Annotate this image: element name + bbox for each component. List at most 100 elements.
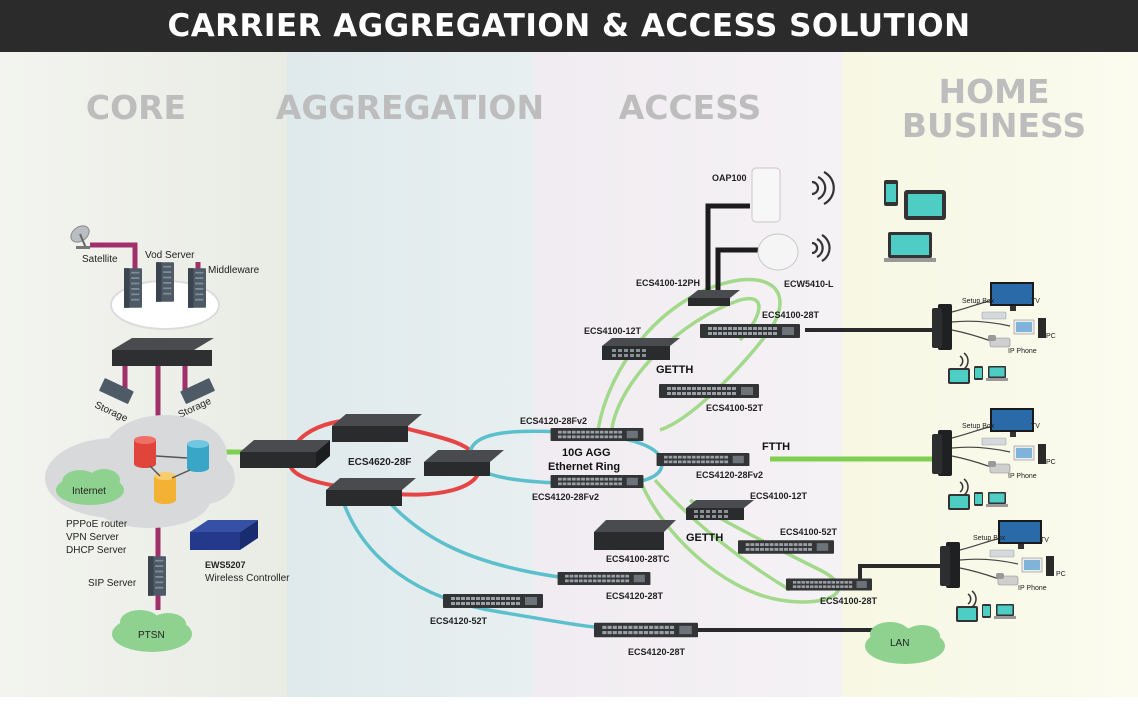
- ecw5410-label: ECW5410-L: [784, 279, 834, 289]
- ecs4100-12t-switch: [602, 338, 680, 360]
- zone-title-home: HOME: [938, 72, 1049, 111]
- pc-1-label: PC: [1046, 333, 1056, 340]
- core-zone: [0, 52, 287, 697]
- sip-server-icon: [148, 556, 166, 596]
- ecs4620-switch: [332, 414, 422, 442]
- tv-2-label: TV: [1031, 423, 1040, 430]
- ftth-label: FTTH: [762, 441, 790, 453]
- zone-title-access: ACCESS: [619, 88, 762, 127]
- vpn-label: VPN Server: [66, 532, 119, 543]
- ecs4100-12ph-switch: [688, 290, 740, 306]
- ecs4100-12t-switch: [686, 500, 754, 520]
- laptop-icon: [884, 232, 936, 262]
- tv-3-label: TV: [1040, 537, 1049, 544]
- ecs4100-52t-top-label: ECS4100-52T: [706, 403, 764, 413]
- storage-right-icon: [180, 378, 215, 404]
- setup-box-3-label: Setup Box: [973, 535, 1006, 542]
- ecs4100-28t-switch: [700, 324, 800, 338]
- setup-box-2-label: Setup Box: [962, 423, 995, 430]
- ecs4120-28t-switch: [557, 572, 651, 585]
- title-bar: [0, 0, 1138, 52]
- getth-top-label: GETTH: [656, 364, 693, 376]
- ecs4120-28t-mid-label: ECS4120-28T: [606, 591, 664, 601]
- internet-cloud-icon: [56, 469, 124, 505]
- ecs4100-52t-switch: [738, 540, 834, 554]
- ap-links: [705, 203, 758, 292]
- server-icon: [188, 268, 206, 308]
- ecs4100-12t-top-label: ECS4100-12T: [584, 326, 642, 336]
- setup-box-1-label: Setup Box: [962, 298, 995, 305]
- database-icon: [154, 472, 176, 504]
- database-icon: [187, 440, 209, 472]
- database-icon: [134, 436, 156, 468]
- access-point-icon: [757, 233, 799, 271]
- ring-label-line2: Ethernet Ring: [548, 461, 620, 473]
- tablet-icon: [904, 190, 946, 220]
- ecs4120-52t-label: ECS4120-52T: [430, 616, 488, 626]
- ip-phone-3-label: IP Phone: [1018, 585, 1047, 592]
- ecs4120-28fv2-top-label: ECS4120-28Fv2: [520, 416, 587, 426]
- smartphone-icon: [884, 180, 898, 206]
- ecs4120-28t-bottom-label: ECS4120-28T: [628, 647, 686, 657]
- tv-1-label: TV: [1031, 298, 1040, 305]
- ecs4120-28fv2-bottom-label: ECS4120-28Fv2: [532, 492, 599, 502]
- database-links: [149, 455, 191, 479]
- ecs4100-28tc-switch: [594, 520, 676, 550]
- storage-left-icon: [99, 378, 134, 404]
- ptsn-cloud-icon: [112, 610, 192, 652]
- aggregation-zone: [287, 52, 534, 697]
- ecs4620-label: ECS4620-28F: [348, 457, 411, 468]
- dhcp-label: DHCP Server: [66, 545, 127, 556]
- zone-title-core: CORE: [86, 88, 186, 127]
- ecs4620-switch: [424, 450, 504, 476]
- pc-3-label: PC: [1056, 571, 1066, 578]
- wireless-controller-icon: [190, 520, 258, 550]
- wifi-icon: [811, 234, 831, 262]
- ecs4120-28t-switch: [594, 622, 698, 638]
- ecs4620-switch: [326, 478, 416, 506]
- ecs4120-28fv2-switch: [550, 475, 644, 488]
- ews-model-label: EWS5207: [205, 560, 246, 570]
- ecs4100-52t-switch: [659, 384, 759, 398]
- ecs4120-28fv2-switch: [656, 453, 750, 466]
- vod-server-label: Vod Server: [145, 250, 195, 261]
- ecs4100-52t-bottom-label: ECS4100-52T: [780, 527, 838, 537]
- ecs4100-12ph-label: ECS4100-12PH: [636, 278, 700, 288]
- ip-phone-2-label: IP Phone: [1008, 473, 1037, 480]
- zone-title-business: BUSINESS: [902, 106, 1086, 145]
- oap100-label: OAP100: [712, 173, 747, 183]
- pc-2-label: PC: [1046, 459, 1056, 466]
- ip-phone-1-label: IP Phone: [1008, 348, 1037, 355]
- ecs4100-28tc-label: ECS4100-28TC: [606, 554, 670, 564]
- lan-cloud-icon: [865, 622, 945, 664]
- ecs4100-28t-top-label: ECS4100-28T: [762, 310, 820, 320]
- home-uplinks: [697, 328, 945, 632]
- ring-label-line1: 10G AGG: [562, 447, 611, 459]
- middleware-label: Middleware: [208, 265, 260, 276]
- wifi-icon: [811, 171, 835, 205]
- ecs4100-28t-switch: [786, 578, 872, 591]
- ecs4120-28fv2-ftth-label: ECS4120-28Fv2: [696, 470, 763, 480]
- ecs4120-52t-switch: [443, 594, 543, 608]
- satellite-label: Satellite: [82, 254, 118, 265]
- zone-title-aggregation: AGGREGATION: [276, 88, 544, 127]
- ecs4100-12t-bottom-label: ECS4100-12T: [750, 491, 808, 501]
- core-switch: [112, 338, 214, 366]
- satellite-dish-icon: [70, 225, 90, 249]
- lan-label: LAN: [890, 638, 909, 649]
- page-title: CARRIER AGGREGATION & ACCESS SOLUTION: [167, 8, 971, 44]
- aggregation-switch: [240, 440, 330, 468]
- ews-desc-label: Wireless Controller: [205, 573, 290, 584]
- sip-server-label: SIP Server: [88, 578, 137, 589]
- access-point-icon: [751, 167, 781, 223]
- server-icon: [156, 262, 174, 302]
- server-icon: [124, 268, 142, 308]
- pppoe-label: PPPoE router: [66, 519, 128, 530]
- ecs4120-28fv2-switch: [550, 428, 644, 441]
- getth-bottom-label: GETTH: [686, 532, 723, 544]
- ptsn-label: PTSN: [138, 630, 165, 641]
- ecs4100-28t-bottom-label: ECS4100-28T: [820, 596, 878, 606]
- internet-label: Internet: [72, 486, 106, 497]
